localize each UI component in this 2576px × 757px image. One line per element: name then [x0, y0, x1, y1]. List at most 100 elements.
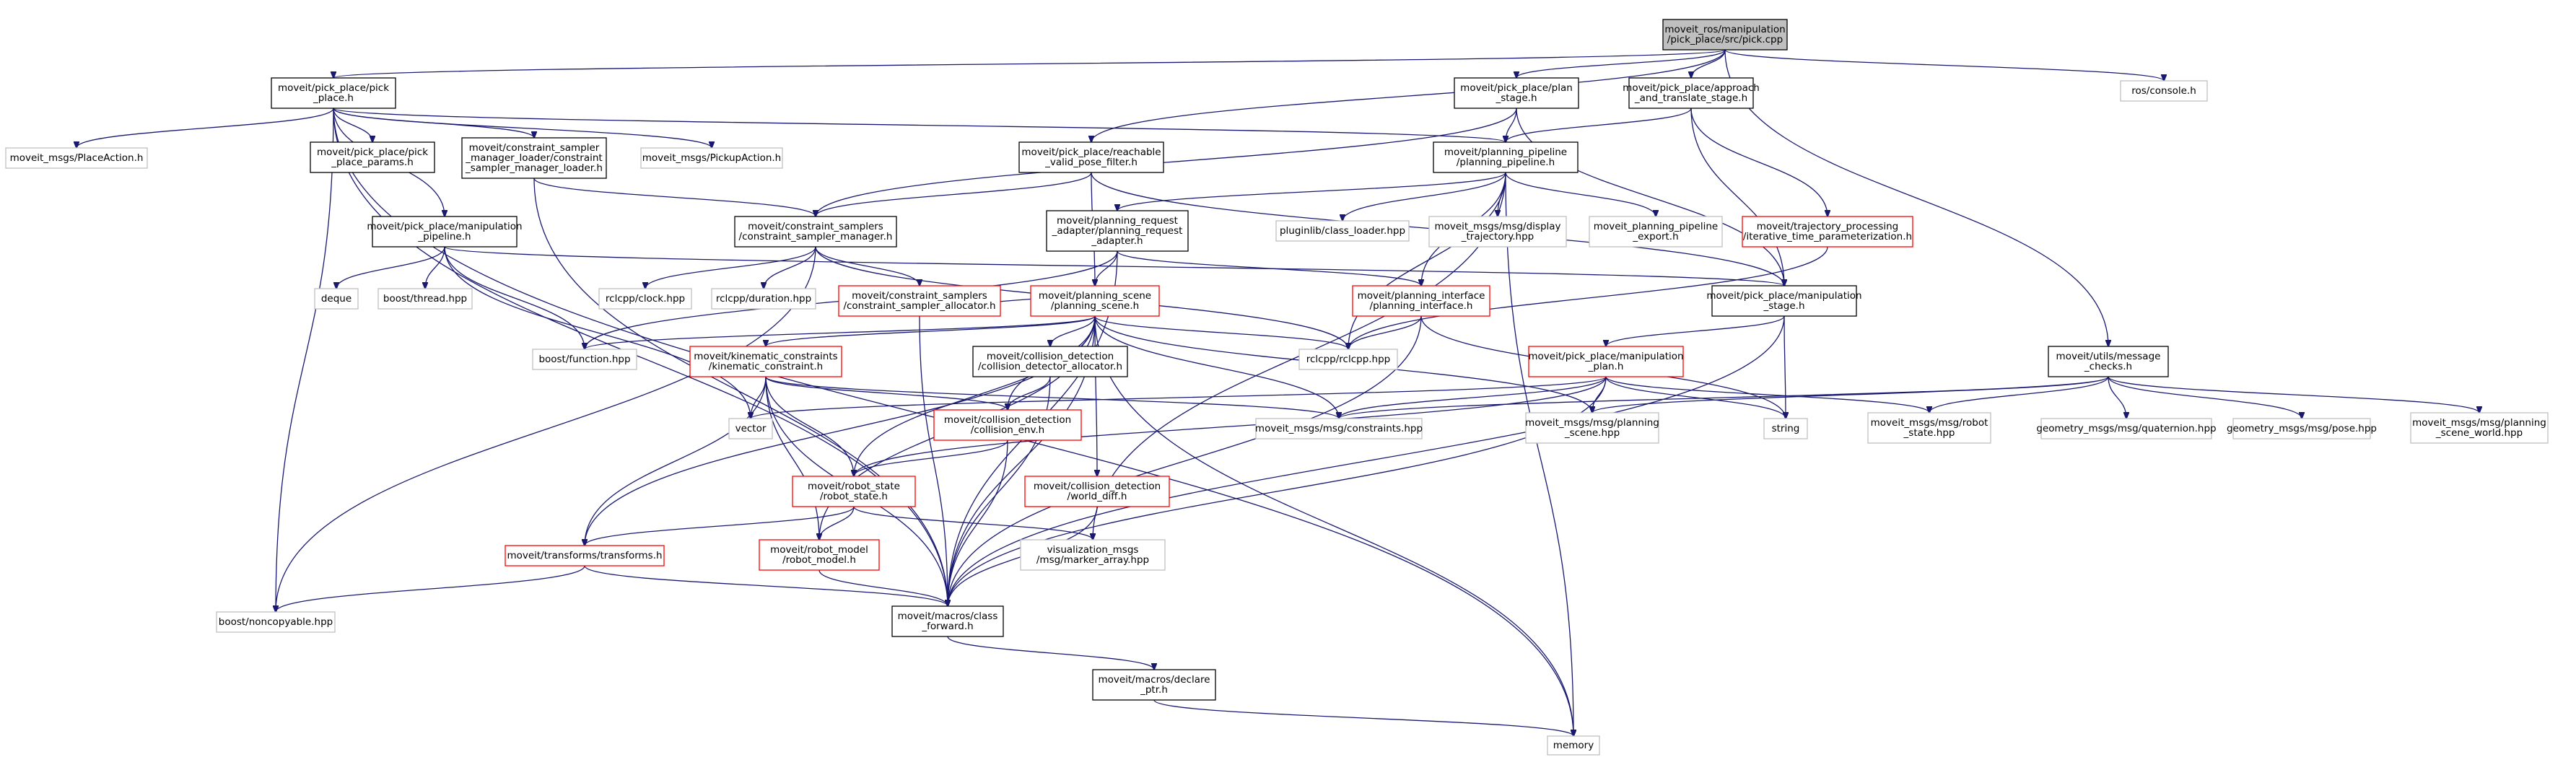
node-pick-place-params[interactable]: moveit/pick_place/pick_place_params.h	[310, 141, 435, 173]
node-boost-thread[interactable]: boost/thread.hpp	[377, 288, 473, 310]
node-box	[1046, 210, 1189, 252]
node-root[interactable]: moveit_ros/manipulation/pick_place/src/p…	[1662, 19, 1788, 51]
node-label: moveit/collision_detection	[1034, 481, 1161, 492]
node-noncopyable[interactable]: boost/noncopyable.hpp	[216, 611, 336, 633]
node-itp-h[interactable]: moveit/trajectory_processing/iterative_t…	[1742, 216, 1913, 248]
edge-message-checks-to-pose	[2108, 376, 2302, 419]
node-pp-export[interactable]: moveit_planning_pipeline_export.h	[1589, 216, 1723, 248]
node-robot-model[interactable]: moveit/robot_model/robot_model.h	[759, 539, 880, 571]
node-approach-h[interactable]: moveit/pick_place/approach_and_translate…	[1623, 77, 1760, 109]
node-manip-stage-h[interactable]: moveit/pick_place/manipulation_stage.h	[1706, 285, 1862, 317]
node-label: rclcpp/duration.hpp	[716, 293, 811, 305]
node-label: moveit/planning_pipeline	[1444, 146, 1567, 158]
node-display-traj[interactable]: moveit_msgs/msg/display_trajectory.hpp	[1428, 216, 1567, 248]
node-label: _export.h	[1632, 231, 1678, 242]
node-label: moveit_msgs/PickupAction.h	[642, 152, 782, 164]
node-deque[interactable]: deque	[314, 288, 359, 310]
node-plan-stage-h[interactable]: moveit/pick_place/plan_stage.h	[1454, 77, 1579, 109]
edge-message-checks-to-planning-scene-hpp	[1592, 376, 2109, 413]
edge-manip-plan-h-to-string	[1605, 376, 1786, 419]
node-box	[377, 288, 473, 310]
node-label: /planning_pipeline.h	[1457, 157, 1555, 168]
node-label: moveit/constraint_samplers	[748, 221, 883, 232]
node-class-forward[interactable]: moveit/macros/class_forward.h	[891, 605, 1004, 637]
node-box	[1547, 735, 1600, 756]
node-box	[505, 545, 665, 566]
node-robot-state-h[interactable]: moveit/robot_state/robot_state.h	[792, 476, 916, 507]
node-label: _valid_pose_filter.h	[1044, 157, 1138, 168]
node-box	[1589, 216, 1723, 248]
node-robot-state-hpp[interactable]: moveit_msgs/msg/robot_state.hpp	[1867, 412, 1991, 444]
edge-plan-stage-h-to-manip-stage-h	[1516, 108, 1784, 286]
edge-manip-plan-h-to-vector	[751, 376, 1607, 419]
node-cs-manager-h[interactable]: moveit/constraint_samplers/constraint_sa…	[734, 216, 897, 248]
node-label: moveit/pick_place/plan	[1460, 82, 1573, 94]
node-label: _stage.h	[1763, 300, 1804, 312]
node-place-action[interactable]: moveit_msgs/PlaceAction.h	[5, 147, 148, 169]
node-marker-array[interactable]: visualization_msgs/msg/marker_array.hpp	[1020, 539, 1166, 571]
node-cs-manager-loader[interactable]: moveit/constraint_sampler_manager_loader…	[461, 137, 607, 179]
node-label: /planning_interface.h	[1370, 300, 1473, 312]
node-pose[interactable]: geometry_msgs/msg/pose.hpp	[2227, 418, 2377, 439]
node-label: /pick_place/src/pick.cpp	[1667, 34, 1783, 45]
node-planning-scene-h[interactable]: moveit/planning_scene/planning_scene.h	[1030, 285, 1160, 317]
edge-manip-plan-h-to-constraints-hpp	[1339, 376, 1607, 419]
node-box	[2410, 412, 2549, 444]
node-class-loader[interactable]: pluginlib/class_loader.hpp	[1275, 220, 1410, 242]
node-label: moveit/kinematic_constraints	[694, 351, 837, 362]
node-label: _scene.hpp	[1564, 427, 1620, 439]
node-label: moveit/robot_state	[808, 481, 900, 492]
node-duration-hpp[interactable]: rclcpp/duration.hpp	[711, 288, 816, 310]
node-constraints-hpp[interactable]: moveit_msgs/msg/constraints.hpp	[1255, 418, 1423, 439]
edge-planning-pipeline-h-to-memory	[1505, 172, 1573, 736]
node-box	[1867, 412, 1991, 444]
edge-planning-pipeline-h-to-pra-h	[1117, 172, 1506, 211]
node-label: /msg/marker_array.hpp	[1036, 554, 1149, 566]
edge-manip-pipeline-h-to-deque	[336, 246, 445, 289]
node-manip-pipeline-h[interactable]: moveit/pick_place/manipulation_pipeline.…	[367, 216, 523, 248]
node-message-checks[interactable]: moveit/utils/message_checks.h	[2048, 346, 2169, 377]
node-scene-world[interactable]: moveit_msgs/msg/planning_scene_world.hpp	[2410, 412, 2549, 444]
edge-planning-pipeline-h-to-class-loader	[1342, 172, 1506, 221]
edges-layer	[77, 49, 2479, 736]
edge-planning-pipeline-h-to-rclcpp	[1348, 172, 1506, 349]
node-cs-allocator[interactable]: moveit/constraint_samplers/constraint_sa…	[838, 285, 1001, 317]
node-label: moveit/pick_place/manipulation	[367, 221, 522, 232]
node-pick-place-h[interactable]: moveit/pick_place/pick_place.h	[271, 77, 396, 109]
node-rclcpp[interactable]: rclcpp/rclcpp.hpp	[1298, 349, 1398, 370]
node-planning-scene-hpp[interactable]: moveit_msgs/msg/planning_scene.hpp	[1525, 412, 1659, 444]
node-declare-ptr[interactable]: moveit/macros/declare_ptr.h	[1092, 669, 1216, 701]
node-box	[759, 539, 880, 571]
node-pickup-action[interactable]: moveit_msgs/PickupAction.h	[640, 147, 783, 169]
node-kinematic-constraint[interactable]: moveit/kinematic_constraints/kinematic_c…	[689, 346, 842, 377]
node-vector[interactable]: vector	[728, 418, 773, 439]
node-reachable-filter[interactable]: moveit/pick_place/reachable_valid_pose_f…	[1018, 141, 1164, 173]
node-box	[1525, 412, 1659, 444]
node-string[interactable]: string	[1763, 418, 1808, 439]
node-label: moveit/pick_place/approach	[1623, 82, 1760, 94]
node-collision-env[interactable]: moveit/collision_detection/collision_env…	[933, 409, 1082, 441]
node-boost-function[interactable]: boost/function.hpp	[532, 349, 637, 370]
node-quaternion[interactable]: geometry_msgs/msg/quaternion.hpp	[2036, 418, 2217, 439]
node-planning-pipeline-h[interactable]: moveit/planning_pipeline/planning_pipeli…	[1433, 141, 1579, 173]
node-label: _forward.h	[921, 621, 973, 632]
node-pra-h[interactable]: moveit/planning_request_adapter/planning…	[1046, 210, 1189, 252]
node-memory[interactable]: memory	[1547, 735, 1600, 756]
node-cd-allocator[interactable]: moveit/collision_detection/collision_det…	[972, 346, 1128, 377]
edge-declare-ptr-to-memory	[1153, 699, 1573, 736]
node-manip-plan-h[interactable]: moveit/pick_place/manipulation_plan.h	[1528, 346, 1684, 377]
node-world-diff[interactable]: moveit/collision_detection/world_diff.h	[1024, 476, 1170, 507]
node-planning-interface-h[interactable]: moveit/planning_interface/planning_inter…	[1352, 285, 1490, 317]
node-box	[1352, 285, 1490, 317]
node-transforms[interactable]: moveit/transforms/transforms.h	[505, 545, 665, 566]
node-label: _checks.h	[2084, 361, 2132, 372]
edge-robot-model-to-class-forward	[818, 569, 948, 606]
node-ros-console[interactable]: ros/console.h	[2120, 80, 2208, 102]
node-box	[891, 605, 1004, 637]
edge-pick-place-h-to-noncopyable	[276, 108, 334, 612]
node-label: moveit/pick_place/reachable	[1021, 146, 1161, 158]
edge-manip-pipeline-h-to-boost-thread	[425, 246, 445, 289]
edge-manip-pipeline-h-to-boost-function	[444, 246, 585, 349]
node-clock-hpp[interactable]: rclcpp/clock.hpp	[598, 288, 692, 310]
